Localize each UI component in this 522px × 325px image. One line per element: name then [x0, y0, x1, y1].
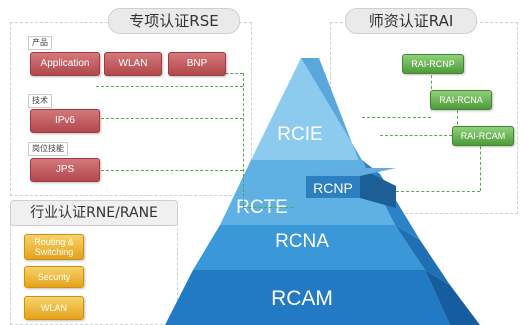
rai-title: 师资认证RAI — [345, 8, 477, 34]
category-product-label: 产品 — [28, 36, 52, 50]
wlan-button[interactable]: WLAN — [104, 52, 162, 76]
rne-title: 行业认证RNE/RANE — [10, 200, 178, 226]
wlan-industry-button[interactable]: WLAN — [24, 296, 84, 320]
connector-line — [480, 141, 481, 191]
rai-rcna-button[interactable]: RAI-RCNA — [430, 90, 492, 110]
ipv6-button[interactable]: IPv6 — [30, 109, 100, 133]
pyramid-tier-rcie — [251, 58, 362, 160]
bnp-button[interactable]: BNP — [168, 52, 226, 76]
pyramid-label-rcna: RCNA — [275, 231, 329, 252]
connector-line — [243, 73, 244, 207]
connector-line — [96, 118, 243, 119]
pyramid-tier-rcna — [193, 225, 425, 270]
rai-rcam-button[interactable]: RAI-RCAM — [452, 126, 514, 146]
connector-line — [211, 73, 243, 74]
security-button[interactable]: Security — [24, 266, 84, 288]
connector-line — [96, 170, 243, 171]
connector-line — [457, 105, 458, 130]
pyramid-label-rcam: RCAM — [271, 287, 333, 310]
rcnp-block — [306, 176, 360, 198]
jps-button[interactable]: JPS — [30, 158, 100, 182]
connector-line — [396, 191, 480, 192]
pyramid-label-rcie: RCIE — [277, 124, 323, 145]
category-tech-label: 技术 — [28, 94, 52, 108]
pyramid-tier-rcam — [165, 270, 450, 325]
routing-switching-button[interactable]: Routing & Switching — [24, 234, 84, 260]
pyramid-label-rcnp: RCNP — [313, 180, 353, 196]
category-skill-label: 岗位技能 — [28, 142, 68, 156]
connector-line — [243, 207, 293, 208]
connector-line — [96, 86, 243, 87]
connector-line — [380, 135, 457, 136]
pyramid-label-rcte: RCTE — [236, 197, 288, 218]
rse-title: 专项认证RSE — [108, 8, 240, 34]
application-button[interactable]: Application — [30, 52, 100, 76]
connector-line — [362, 117, 431, 118]
rai-rcnp-button[interactable]: RAI-RCNP — [402, 54, 464, 74]
